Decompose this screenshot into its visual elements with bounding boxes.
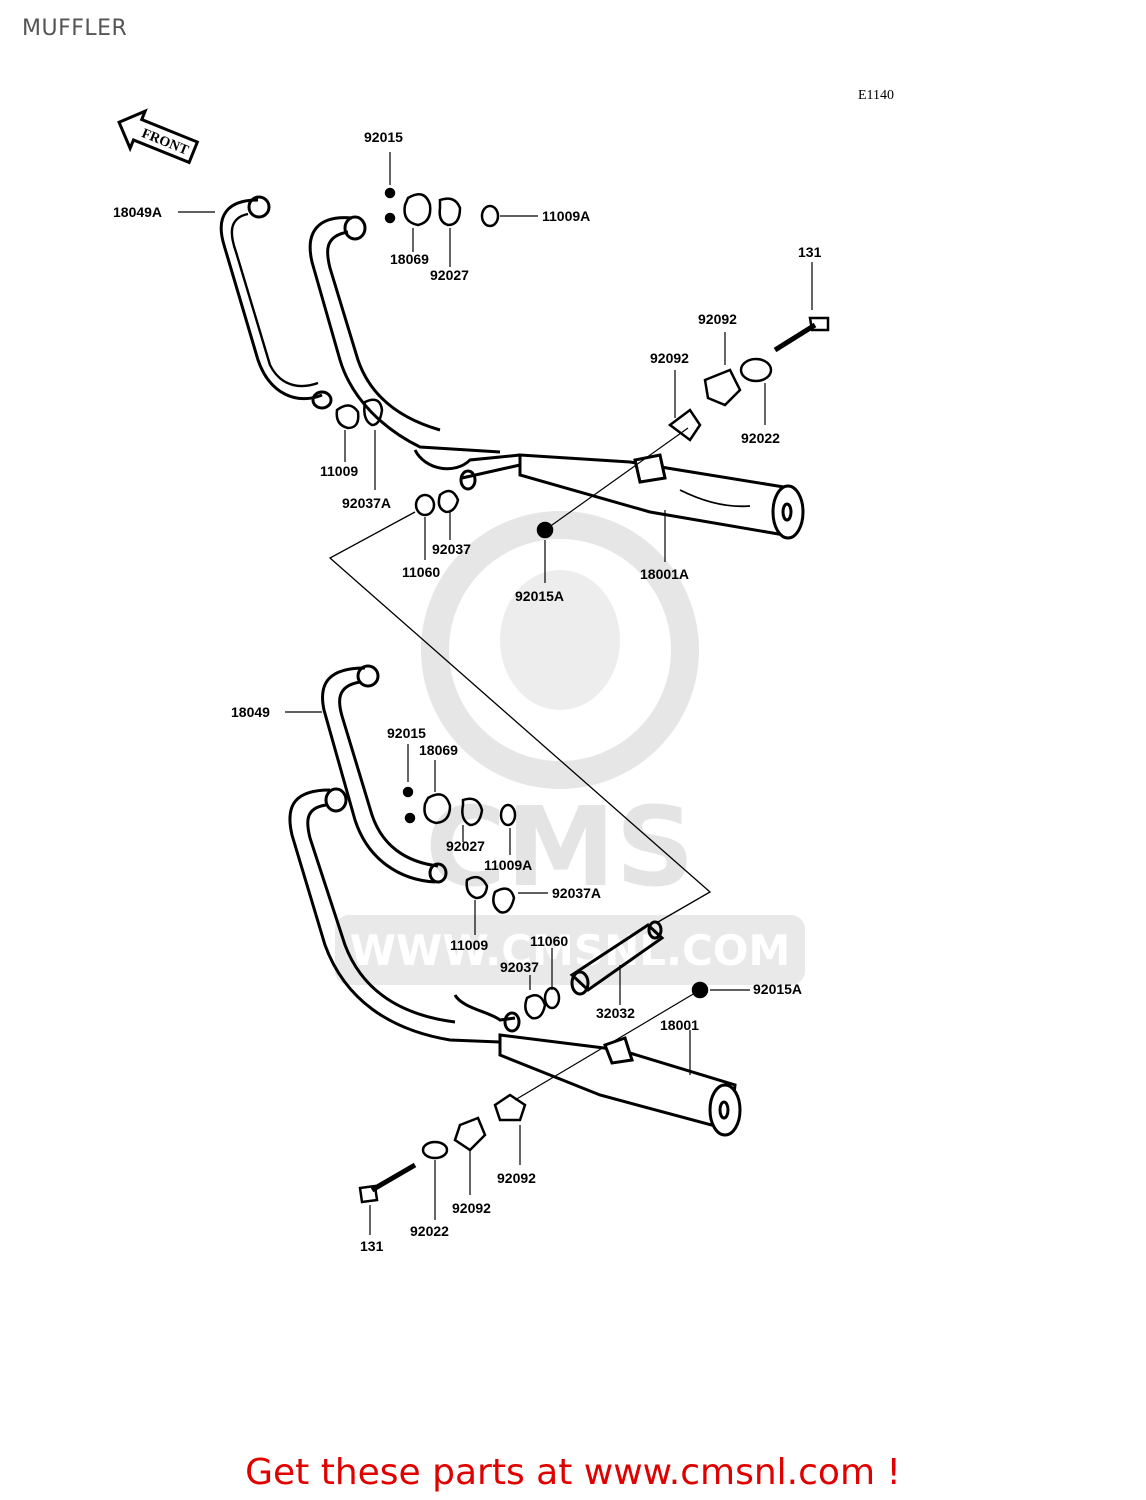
label-92022-lower: 92022 (410, 1223, 449, 1239)
label-11009: 11009 (320, 463, 358, 479)
lower-muffler (498, 1033, 742, 1137)
diagram-code: E1140 (858, 88, 895, 103)
lower-part-labels: 18049 92015 18069 92027 11009A 92037A 11… (231, 704, 802, 1254)
lower-clamp-parts (358, 786, 709, 1204)
upper-exhaust-pipe-1 (219, 195, 333, 410)
front-arrow: FRONT (117, 108, 200, 165)
lower-exhaust-pipe-2 (288, 787, 521, 1044)
watermark: CMS WWW.CMSNL.COM (335, 511, 805, 985)
label-92022: 92022 (741, 430, 780, 446)
label-131-lower: 131 (360, 1238, 384, 1254)
assembly-link-line (328, 511, 712, 923)
label-11060: 11060 (402, 564, 440, 580)
label-92092-lower-left: 92092 (452, 1200, 491, 1216)
label-92027: 92027 (430, 267, 469, 283)
label-11009-lower: 11009 (450, 937, 488, 953)
lower-connector-pipe-32032 (569, 920, 665, 996)
upper-muffler (518, 453, 805, 540)
label-92037a-lower: 92037A (552, 885, 601, 901)
muffler-diagram: CMS WWW.CMSNL.COM FRONT (113, 108, 830, 1254)
label-92015a-lower: 92015A (753, 981, 802, 997)
watermark-url: WWW.CMSNL.COM (350, 926, 791, 975)
label-92037-lower: 92037 (500, 959, 539, 975)
label-11009a: 11009A (542, 208, 590, 224)
upper-clamp-parts (335, 187, 830, 539)
label-92092: 92092 (650, 350, 689, 366)
label-18001: 18001 (660, 1017, 699, 1033)
label-18001a: 18001A (640, 566, 689, 582)
label-18049a: 18049A (113, 204, 162, 220)
label-18049: 18049 (231, 704, 270, 720)
label-32032: 32032 (596, 1005, 635, 1021)
label-131: 131 (798, 244, 822, 260)
label-92037: 92037 (432, 541, 471, 557)
footer-promo-link[interactable]: Get these parts at www.cmsnl.com ! (245, 1452, 901, 1493)
page-title: MUFFLER (22, 16, 128, 41)
label-92027-lower: 92027 (446, 838, 485, 854)
label-18069: 18069 (390, 251, 429, 267)
label-11060-lower: 11060 (530, 933, 568, 949)
watermark-brand: CMS (425, 783, 694, 911)
upper-leader-lines (178, 152, 813, 583)
label-92092-top: 92092 (698, 311, 737, 327)
label-18069-lower: 18069 (419, 742, 458, 758)
lower-exhaust-pipe-1 (321, 664, 448, 884)
upper-part-labels: 92015 18069 92027 11009A 18049A 131 9209… (113, 129, 822, 604)
label-92015: 92015 (364, 129, 403, 145)
label-11009a-lower: 11009A (484, 857, 532, 873)
label-92015a: 92015A (515, 588, 564, 604)
label-92037a: 92037A (342, 495, 391, 511)
label-92092-lower-right: 92092 (497, 1170, 536, 1186)
label-92015-lower: 92015 (387, 725, 426, 741)
lower-leader-lines (285, 711, 750, 1235)
upper-exhaust-pipe-2 (308, 215, 521, 491)
